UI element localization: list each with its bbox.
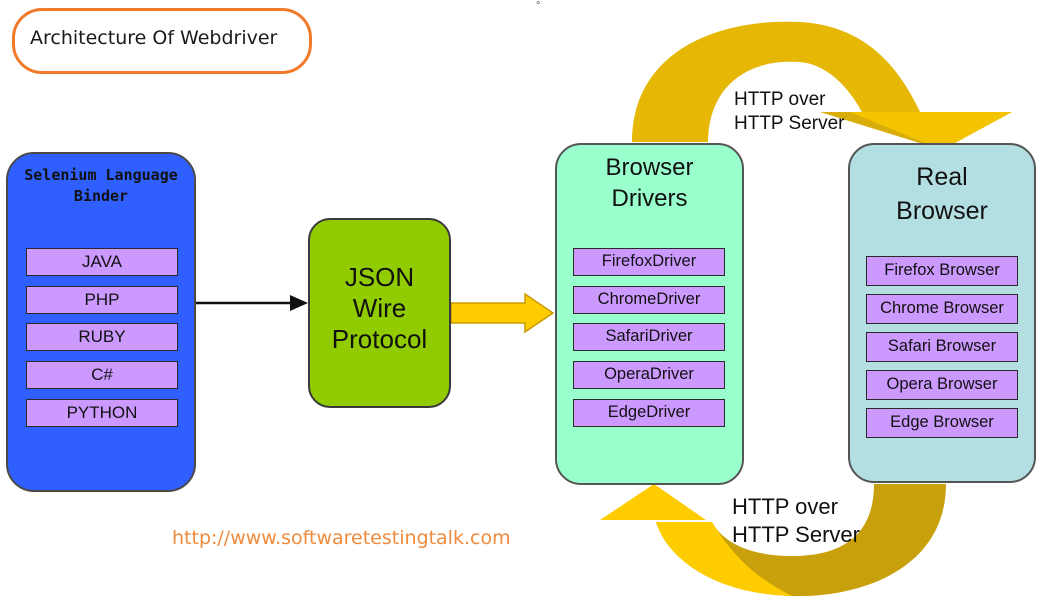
binder-to-json-arrow [196,295,308,311]
http-top-label: HTTP over HTTP Server [734,88,845,136]
http-bottom-label: HTTP over HTTP Server [732,493,860,549]
json-title-line3: Protocol [331,324,428,354]
source-url: http://www.softwaretestingtalk.com [172,527,511,549]
json-wire-protocol-title: JSON Wire Protocol [308,262,451,355]
browser-drivers-panel [555,143,744,485]
binder-item-php: PHP [26,286,178,314]
page-title: Architecture Of Webdriver [30,27,278,49]
binder-item-ruby: RUBY [26,323,178,351]
browser-title-line1: Real [916,163,968,191]
language-binder-title: Selenium Language Binder [10,165,192,207]
json-wire-protocol-panel [308,218,451,408]
browser-item-firefox: Firefox Browser [866,256,1018,286]
driver-item-safari: SafariDriver [573,323,725,351]
language-binder-panel [6,152,196,492]
driver-item-chrome: ChromeDriver [573,286,725,314]
json-title-line1: JSON [344,262,415,292]
browser-item-safari: Safari Browser [866,332,1018,362]
http-top-line2: HTTP Server [734,113,845,134]
browser-drivers-title: Browser Drivers [555,152,744,214]
json-to-drivers-arrow [450,292,555,334]
title-frame [12,8,312,74]
browser-item-edge: Edge Browser [866,408,1018,438]
driver-item-opera: OperaDriver [573,361,725,389]
binder-item-java: JAVA [26,248,178,276]
browser-item-chrome: Chrome Browser [866,294,1018,324]
language-binder-title-line2: Binder [73,187,129,205]
drivers-title-line1: Browser [605,154,694,181]
http-bottom-line2: HTTP Server [732,522,860,547]
browser-title-line2: Browser [896,197,988,225]
driver-item-firefox: FirefoxDriver [573,248,725,276]
browser-item-opera: Opera Browser [866,370,1018,400]
language-binder-title-line1: Selenium Language [24,166,178,184]
http-bottom-curved-arrow [600,484,946,597]
real-browser-title: Real Browser [848,160,1036,228]
binder-item-csharp: C# [26,361,178,389]
small-mark: ° [536,0,541,12]
driver-item-edge: EdgeDriver [573,399,725,427]
json-title-line2: Wire [352,293,407,323]
binder-item-python: PYTHON [26,399,178,427]
http-top-line1: HTTP over [734,89,826,110]
http-bottom-line1: HTTP over [732,494,838,519]
drivers-title-line2: Drivers [611,185,688,212]
http-top-curved-arrow [632,21,1012,150]
